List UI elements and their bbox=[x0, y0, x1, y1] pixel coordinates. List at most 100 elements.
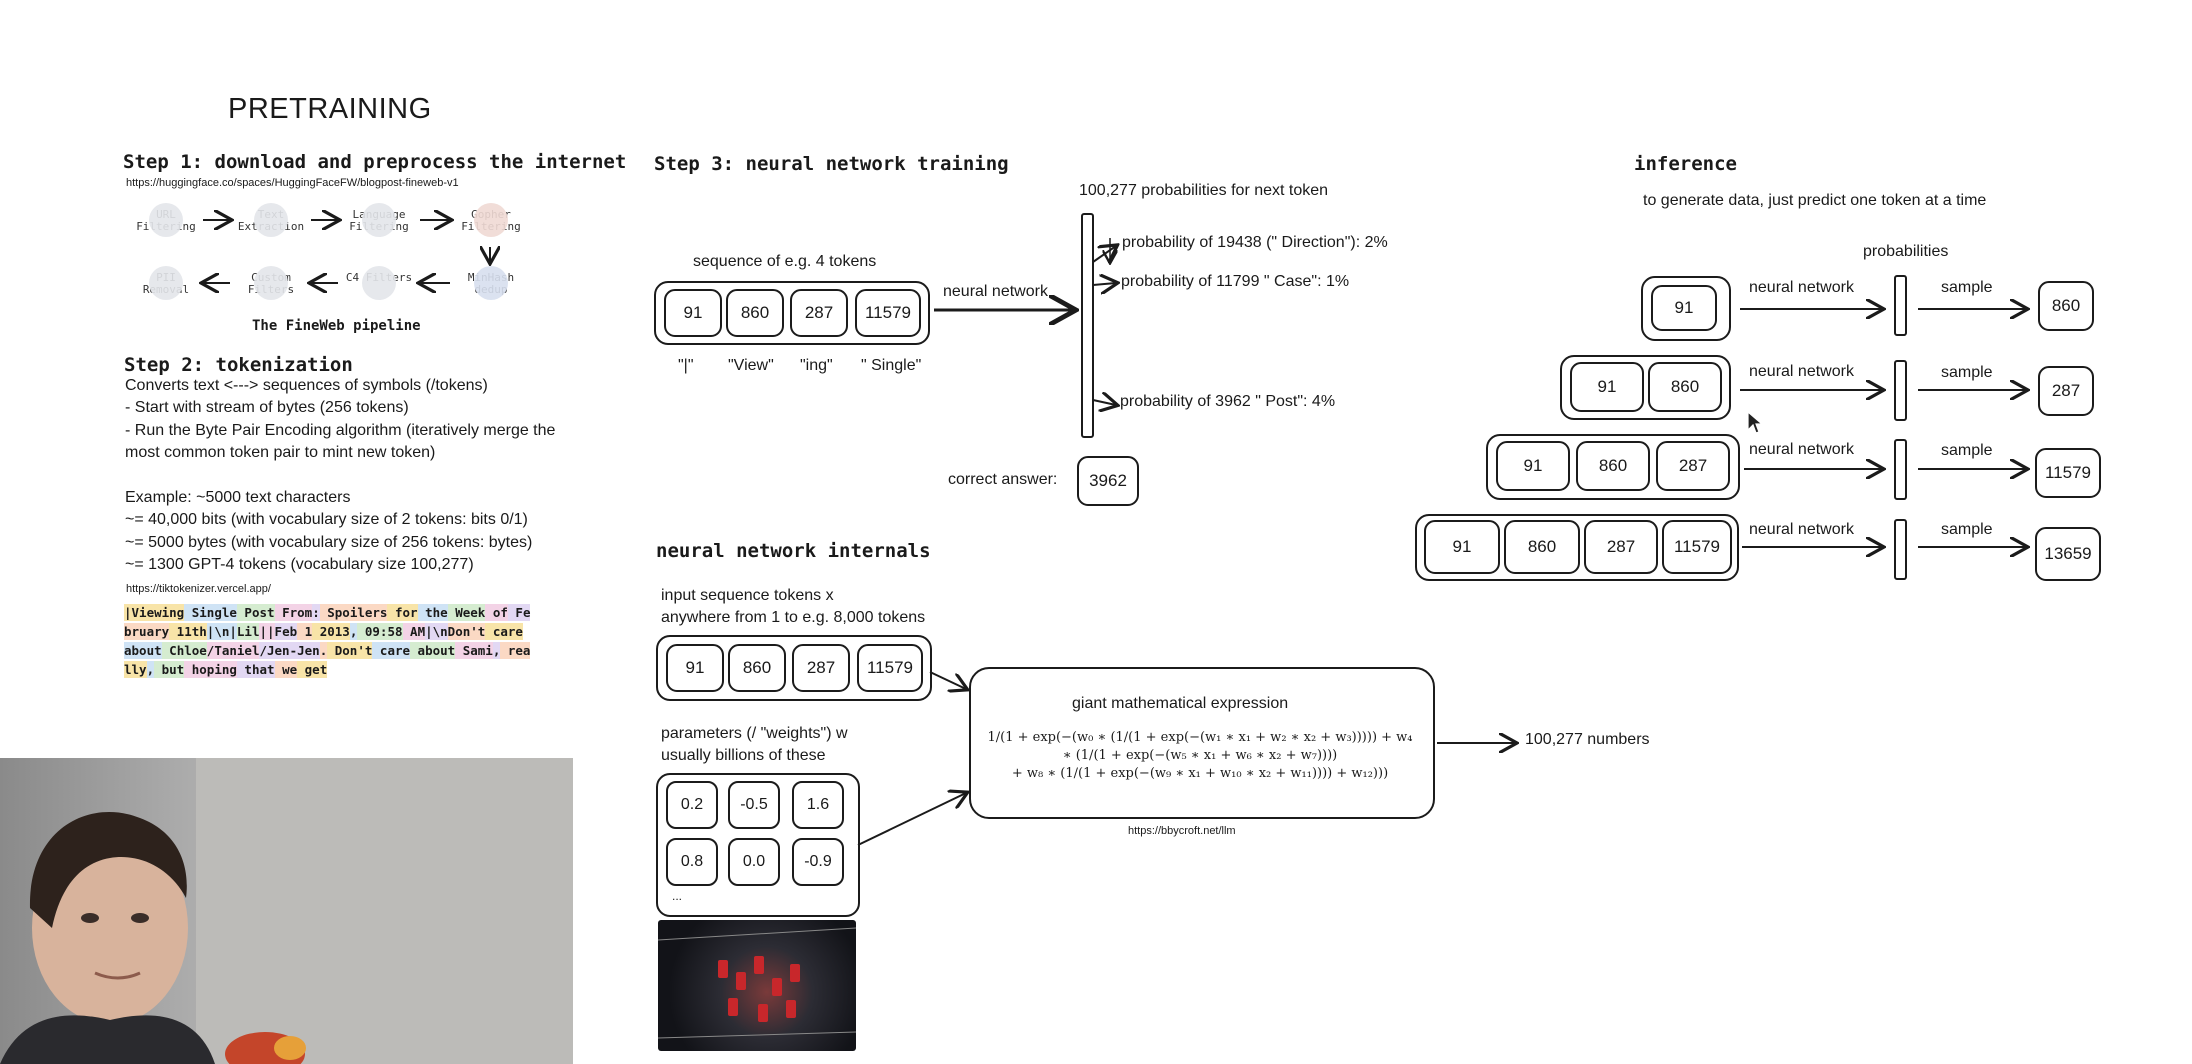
pipeline-custom-filters: Custom Filters bbox=[236, 266, 306, 300]
token-chip: Fe bbox=[507, 604, 531, 621]
token-chip: Week bbox=[447, 604, 486, 621]
inference-input-row-1 bbox=[1641, 276, 1731, 341]
token-chip: , bbox=[146, 661, 155, 678]
mixer-faders bbox=[658, 927, 856, 1039]
token-chip: we bbox=[274, 661, 298, 678]
training-token-sequence bbox=[654, 281, 930, 345]
token-chip: about bbox=[410, 642, 456, 659]
token-chip: /Taniel bbox=[206, 642, 260, 659]
step2-description: Converts text <---> sequences of symbols… bbox=[125, 377, 556, 462]
params-label: parameters (/ "weights") w bbox=[661, 725, 848, 742]
token-chip: but bbox=[154, 661, 185, 678]
token-chip: Don't bbox=[327, 642, 373, 659]
inference-token: 91 bbox=[1651, 285, 1717, 331]
inference-input-row-4 bbox=[1415, 514, 1739, 581]
step2-example: Example: ~5000 text characters ~= 40,000… bbox=[125, 489, 533, 574]
step1-url[interactable]: https://huggingface.co/spaces/HuggingFac… bbox=[126, 177, 459, 189]
pipeline-stage-icon bbox=[474, 266, 508, 300]
token-text: " Single" bbox=[861, 357, 922, 374]
correct-answer-token: 3962 bbox=[1077, 456, 1139, 506]
bbycroft-url[interactable]: https://bbycroft.net/llm bbox=[1128, 825, 1236, 837]
inference-nn-label: neural network bbox=[1749, 521, 1854, 538]
token-chip: From bbox=[274, 604, 313, 621]
token-chip: lly bbox=[124, 661, 147, 678]
pipeline-stage-icon bbox=[149, 266, 183, 300]
training-token: 91 bbox=[664, 289, 722, 337]
token-chip: Sami bbox=[455, 642, 493, 659]
pipeline-stage-icon bbox=[362, 266, 396, 300]
probability-vector bbox=[1081, 213, 1094, 438]
token-chip: 11th bbox=[169, 623, 207, 640]
token-text: "|" bbox=[678, 357, 694, 374]
step2-heading: Step 2: tokenization bbox=[124, 354, 353, 376]
output-numbers-label: 100,277 numbers bbox=[1525, 731, 1650, 748]
probability-item: probability of 3962 " Post": 4% bbox=[1120, 393, 1336, 410]
token-chip: |\n| bbox=[206, 623, 237, 640]
inference-sample-label: sample bbox=[1941, 279, 1993, 296]
token-chip: |Viewing bbox=[124, 604, 185, 621]
parameter-value: -0.9 bbox=[792, 838, 844, 886]
inference-sample-label: sample bbox=[1941, 364, 1993, 381]
correct-answer-label: correct answer: bbox=[948, 471, 1058, 488]
parameter-value: 0.2 bbox=[666, 781, 718, 829]
token-chip: Lil bbox=[236, 623, 260, 640]
inference-token: 860 bbox=[1576, 441, 1650, 491]
token-chip: hoping bbox=[184, 661, 237, 678]
token-chip: that bbox=[236, 661, 275, 678]
token-chip: Spoilers bbox=[319, 604, 388, 621]
token-chip: 1 bbox=[297, 623, 313, 640]
probability-item: probability of 11799 " Case": 1% bbox=[1121, 273, 1350, 290]
token-chip: Single bbox=[184, 604, 237, 621]
token-chip: the bbox=[417, 604, 448, 621]
pipeline-pii-removal: PII Removal bbox=[134, 266, 198, 300]
inference-output-token: 287 bbox=[2038, 366, 2094, 416]
parameter-value: 0.8 bbox=[666, 838, 718, 886]
inference-heading: inference bbox=[1634, 153, 1737, 175]
inference-output-token: 13659 bbox=[2035, 527, 2101, 581]
parameter-value: 0.0 bbox=[728, 838, 780, 886]
inference-nn-label: neural network bbox=[1749, 363, 1854, 380]
token-chip: . bbox=[319, 642, 328, 659]
training-token: 287 bbox=[790, 289, 848, 337]
training-token: 11579 bbox=[855, 289, 921, 337]
tokenized-line: lly, but hoping that we get bbox=[124, 660, 530, 679]
token-chip: of bbox=[485, 604, 508, 621]
tiktokenizer-url[interactable]: https://tiktokenizer.vercel.app/ bbox=[126, 583, 271, 595]
inference-token: 11579 bbox=[1662, 520, 1732, 574]
token-chip: Chloe bbox=[161, 642, 207, 659]
token-chip: about bbox=[124, 642, 162, 659]
inference-token: 91 bbox=[1424, 520, 1500, 574]
token-chip: get bbox=[297, 661, 328, 678]
step3-heading: Step 3: neural network training bbox=[654, 153, 1009, 175]
pipeline-stage-icon bbox=[149, 203, 183, 237]
pipeline-url-filtering: URL Filtering bbox=[134, 203, 198, 237]
input-label: anywhere from 1 to e.g. 8,000 tokens bbox=[661, 609, 926, 626]
internals-token: 91 bbox=[666, 644, 724, 692]
inference-prob-bar bbox=[1894, 275, 1907, 336]
token-chip: || bbox=[259, 623, 275, 640]
tokenized-line: bruary 11th|\n|Lil||Feb 1 2013, 09:58 AM… bbox=[124, 622, 530, 641]
token-chip: Don't bbox=[447, 623, 486, 640]
presenter-figure bbox=[0, 758, 573, 1064]
tokenized-line: |Viewing Single Post From: Spoilers for … bbox=[124, 603, 531, 622]
inference-token: 287 bbox=[1656, 441, 1730, 491]
token-chip: , bbox=[349, 623, 358, 640]
inference-token: 287 bbox=[1584, 520, 1658, 574]
tokenized-text-sample: |Viewing Single Post From: Spoilers for … bbox=[124, 603, 531, 679]
token-chip: rea bbox=[500, 642, 531, 659]
token-text: "View" bbox=[728, 357, 774, 374]
token-chip: , bbox=[492, 642, 501, 659]
internals-token: 860 bbox=[728, 644, 786, 692]
inference-token: 860 bbox=[1504, 520, 1580, 574]
inference-output-token: 11579 bbox=[2035, 448, 2101, 498]
token-chip: 2013 bbox=[312, 623, 350, 640]
pipeline-minhash-dedup: MinHash dedup bbox=[456, 266, 526, 300]
inference-output-token: 860 bbox=[2038, 281, 2094, 331]
internals-token: 11579 bbox=[857, 644, 923, 692]
inference-sample-label: sample bbox=[1941, 442, 1993, 459]
inference-nn-label: neural network bbox=[1749, 441, 1854, 458]
token-chip: bruary bbox=[124, 623, 170, 640]
token-chip: Post bbox=[236, 604, 275, 621]
token-chip: : bbox=[312, 604, 320, 621]
